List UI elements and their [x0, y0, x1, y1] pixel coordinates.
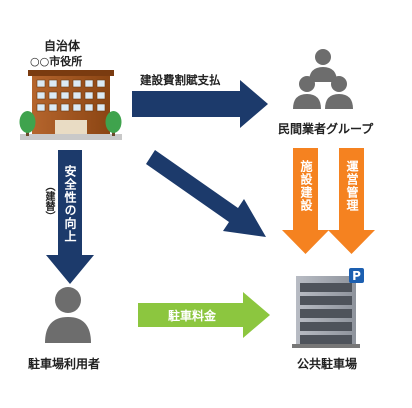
government-name: ○○市役所	[30, 55, 83, 68]
private-group-label: 民間業者グループ	[278, 122, 374, 136]
construction-cost-label: 建設費割賦支払	[140, 73, 221, 87]
construction-cost-arrow	[132, 80, 268, 128]
operate-label: 運営管理	[345, 160, 359, 212]
parking-fee-arrow	[138, 292, 270, 338]
build-arrow	[282, 148, 329, 254]
parking-sign: P	[352, 269, 361, 283]
parking-label: 公共駐車場	[297, 357, 358, 371]
tree-icon	[19, 111, 122, 136]
build-label: 施設建設	[299, 160, 313, 212]
city-hall-icon	[19, 70, 122, 140]
operate-arrow	[328, 148, 375, 254]
users-label: 駐車場利用者	[28, 357, 101, 371]
person-icon	[45, 287, 91, 343]
government-title: 自治体	[44, 39, 81, 53]
private-group-icon	[293, 49, 353, 109]
safety-arrow	[46, 150, 94, 284]
parking-garage-icon: P	[292, 268, 364, 348]
safety-sub-label: （建替）	[43, 181, 54, 221]
parking-fee-label: 駐車料金	[168, 309, 217, 323]
safety-label: 安全性の向上	[63, 165, 77, 243]
ownership-arrow	[146, 150, 266, 237]
